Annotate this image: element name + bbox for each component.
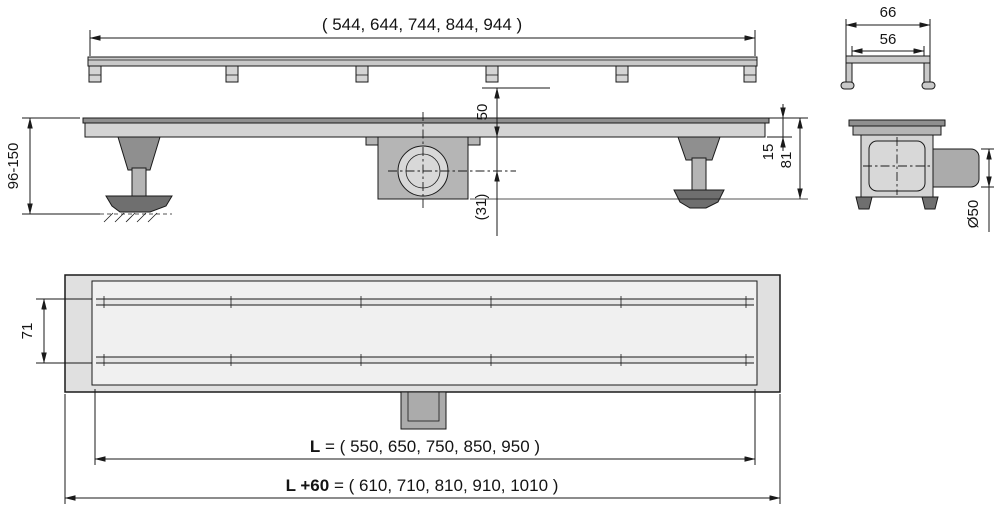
grate-rail-top [96, 296, 754, 308]
channel-body [84, 122, 766, 138]
plan-inner-channel [91, 280, 758, 386]
top-view-rail: ( 544, 644, 744, 844, 944 ) [87, 15, 758, 83]
plan-view: 71 L = ( 550, 650, 750, 850, 950 ) L +60… [19, 274, 781, 504]
grate-rail-bottom [96, 354, 754, 366]
floor-hatch [103, 212, 158, 223]
outlet-pipe [932, 148, 980, 188]
siphon-trap [365, 112, 516, 208]
dim-length-L: L = ( 550, 650, 750, 850, 950 ) [310, 437, 540, 456]
dim-leg-range: 96-150 [5, 143, 22, 190]
rail-profile-shape [840, 55, 936, 90]
dim-length-L-values: = ( 550, 650, 750, 850, 950 ) [320, 437, 540, 456]
dim-inner-width: 71 [19, 323, 36, 340]
dim-edge-height: 50 [474, 104, 491, 121]
dim-flange-height: 15 [760, 144, 777, 161]
left-foot [100, 136, 173, 223]
dim-total-length-values: = ( 610, 710, 810, 910, 1010 ) [329, 476, 558, 495]
rail-bar [87, 56, 758, 67]
rail-clips [88, 65, 757, 83]
right-foot [673, 136, 725, 209]
dim-body-depth: 81 [778, 152, 795, 169]
rail-profile-section: 66 56 [840, 4, 936, 90]
dim-length-L-label: L [310, 437, 320, 456]
channel-grate-edge [82, 117, 770, 124]
end-view: Ø50 [848, 119, 994, 232]
dim-total-length-label: L +60 [286, 476, 330, 495]
dim-total-length: L +60 = ( 610, 710, 810, 910, 1010 ) [286, 476, 559, 495]
side-view: 50 (31) 15 81 96-150 [5, 87, 808, 236]
dim-rail-span: ( 544, 644, 744, 844, 944 ) [322, 15, 522, 34]
plan-outlet-socket [400, 391, 447, 430]
dim-outlet-diameter: Ø50 [965, 200, 982, 228]
dim-outlet-offset: (31) [473, 194, 490, 221]
dim-profile-outer-width: 66 [880, 4, 897, 21]
dim-profile-inner-width: 56 [880, 31, 897, 48]
